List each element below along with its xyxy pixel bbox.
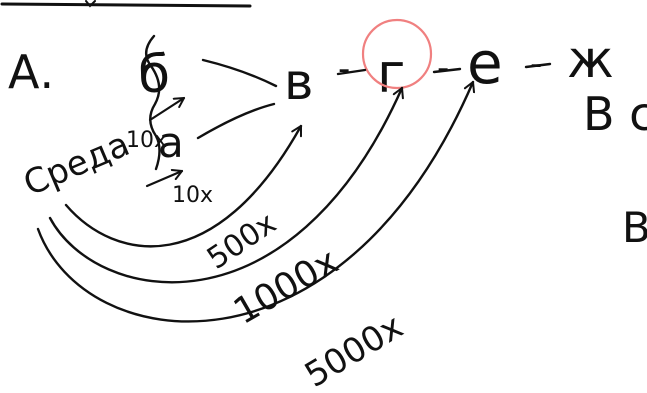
node-b: б — [138, 45, 170, 105]
node-a: а — [158, 118, 184, 167]
arrow-1000x — [48, 86, 404, 284]
dash-e-zh: - — [530, 44, 542, 84]
edge-e-zh — [524, 62, 552, 69]
factor-500x: 500х — [201, 206, 283, 277]
factor-5000x: 5000х — [298, 306, 410, 393]
dash-v-g: - — [338, 49, 350, 89]
factor-10x-top: 10х — [126, 128, 167, 153]
dash-g-e: - — [437, 48, 449, 88]
factor-10x-bottom: 10х — [172, 183, 213, 208]
edge-g-e — [432, 67, 462, 74]
environment-label: Среда — [18, 124, 135, 204]
node-v: в — [284, 53, 313, 111]
node-g: г — [377, 42, 405, 105]
arrow-10x-top — [148, 96, 186, 122]
node-e: е — [467, 29, 503, 97]
right-cut-text-1: В с — [583, 87, 647, 141]
top-small-mark — [85, 0, 96, 8]
arrow-500x — [64, 124, 303, 248]
arrow-10x-bottom — [145, 168, 184, 188]
right-cut-text-2: В — [622, 203, 647, 252]
left-bracket-stroke — [145, 34, 161, 171]
node-zh: ж — [567, 30, 614, 90]
arrow-5000x — [36, 80, 476, 323]
top-rule-line — [0, 2, 252, 8]
edge-a-v — [196, 102, 276, 140]
edge-b-v — [201, 58, 278, 88]
edge-v-g — [336, 68, 367, 76]
label-a: А. — [8, 45, 54, 99]
